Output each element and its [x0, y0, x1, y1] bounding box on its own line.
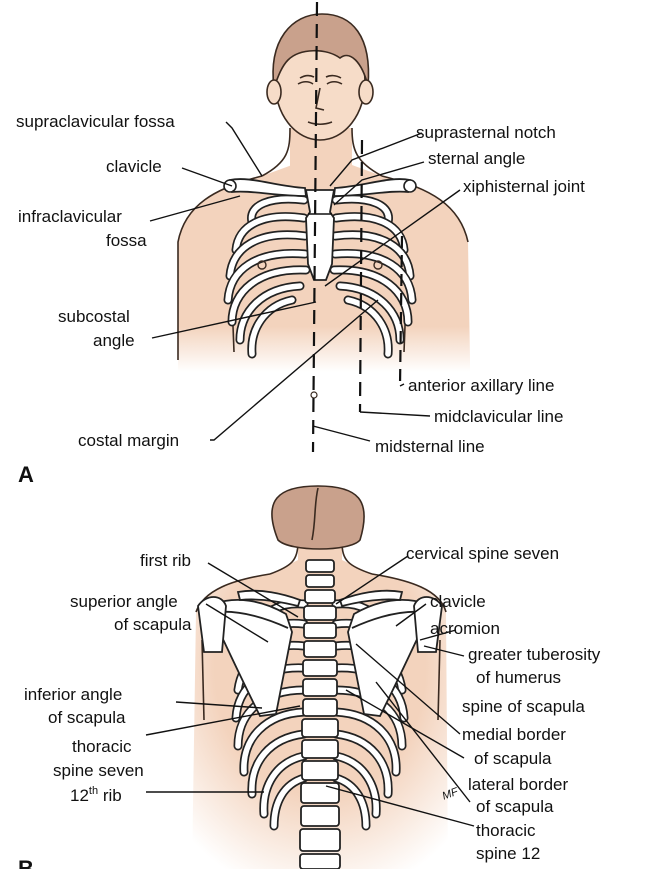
label-superior-angle-line1: superior angle	[70, 592, 178, 611]
twelfth-rib-number: 12	[70, 786, 89, 805]
label-superior-angle-line2: of scapula	[114, 615, 192, 634]
label-suprasternal-notch: suprasternal notch	[416, 123, 556, 142]
label-clavicle-b: clavicle	[430, 592, 486, 611]
label-cervical-spine-seven: cervical spine seven	[406, 544, 559, 563]
label-lateral-border-line1: lateral border	[468, 775, 569, 794]
label-spine-of-scapula: spine of scapula	[462, 697, 585, 716]
panel-letter-b: B	[18, 856, 34, 869]
twelfth-rib-superscript: th	[89, 785, 98, 797]
label-inferior-angle-line1: inferior angle	[24, 685, 122, 704]
label-greater-tuberosity-line2: of humerus	[476, 668, 561, 687]
label-twelfth-rib: 12th rib	[70, 785, 122, 805]
label-anterior-axillary-line: anterior axillary line	[408, 376, 554, 395]
spine-column	[300, 560, 340, 869]
label-thoracic-seven-line1: thoracic	[72, 737, 132, 756]
label-thoracic-12-line2: spine 12	[476, 844, 540, 863]
label-xiphisternal-joint: xiphisternal joint	[463, 177, 585, 196]
label-supraclavicular-fossa: supraclavicular fossa	[16, 112, 175, 131]
label-infraclavicular-line2: fossa	[106, 231, 147, 250]
label-thoracic-seven-line2: spine seven	[53, 761, 144, 780]
label-lateral-border-line2: of scapula	[476, 797, 554, 816]
label-subcostal-line1: subcostal	[58, 307, 130, 326]
label-infraclavicular-line1: infraclavicular	[18, 207, 122, 226]
label-medial-border-line2: of scapula	[474, 749, 552, 768]
label-first-rib: first rib	[140, 551, 191, 570]
panel-letter-a: A	[18, 462, 34, 487]
label-costal-margin: costal margin	[78, 431, 179, 450]
label-inferior-angle-line2: of scapula	[48, 708, 126, 727]
label-acromion: acromion	[430, 619, 500, 638]
label-clavicle-a: clavicle	[106, 157, 162, 176]
label-midclavicular-line: midclavicular line	[434, 407, 563, 426]
label-greater-tuberosity-line1: greater tuberosity	[468, 645, 601, 664]
twelfth-rib-word: rib	[98, 786, 122, 805]
label-midsternal-line: midsternal line	[375, 437, 485, 456]
label-subcostal-line2: angle	[93, 331, 135, 350]
label-sternal-angle: sternal angle	[428, 149, 525, 168]
label-thoracic-12-line1: thoracic	[476, 821, 536, 840]
label-medial-border-line1: medial border	[462, 725, 566, 744]
